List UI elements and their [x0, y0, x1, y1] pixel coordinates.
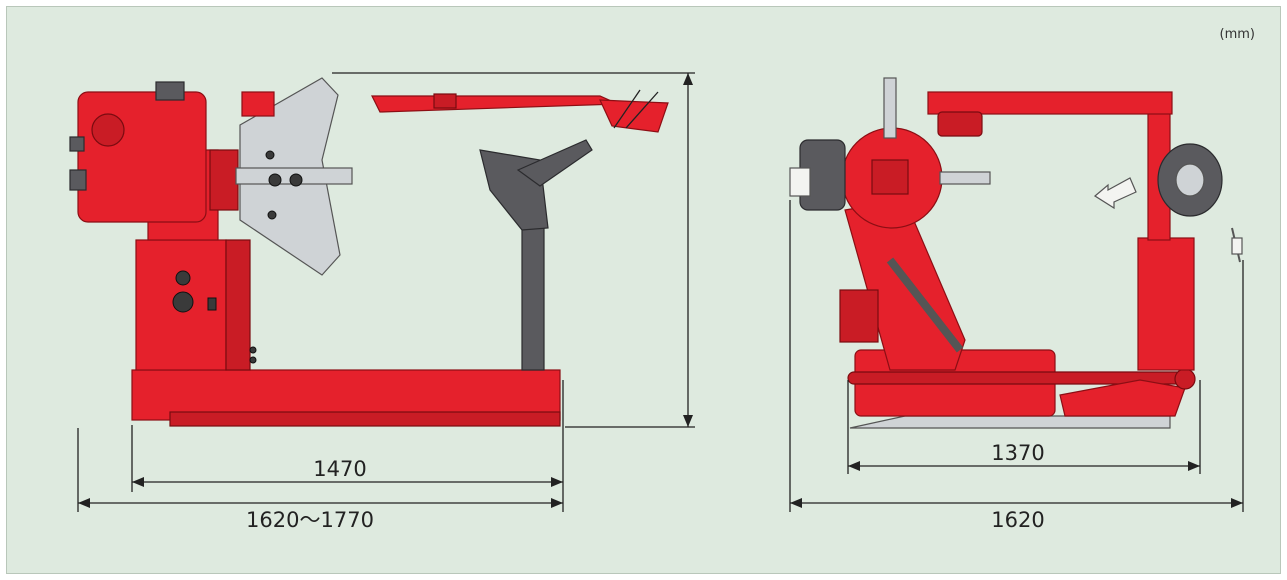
side-view [69, 77, 669, 427]
motor-housing [77, 91, 207, 223]
front-view [789, 77, 1243, 429]
boom-tool-head [937, 111, 983, 137]
top-boom [927, 91, 1173, 115]
arrowhead-1370-right [1188, 461, 1200, 471]
base-carriage [1059, 379, 1186, 417]
cabinet-side [225, 239, 251, 371]
motor-box [69, 169, 87, 191]
chuck-bolt-4 [267, 210, 277, 220]
side-base-foot [169, 411, 561, 427]
front-dimensions: 1370 1620 [789, 200, 1244, 532]
tool-disk-hub [1175, 163, 1205, 197]
arm-pivot-block [839, 289, 879, 343]
carriage-wheel [1174, 368, 1196, 390]
unit-label: (mm) [1220, 27, 1255, 42]
tool-head [599, 99, 669, 133]
cabinet-bolt-2 [249, 356, 257, 364]
motor-knob [69, 136, 85, 152]
rotation-arrow [1093, 177, 1137, 210]
side-dimensions: 1470 1620～1770 [77, 72, 695, 532]
arrowhead-1620-left [790, 498, 802, 508]
tool-arm [371, 95, 619, 113]
front-base-plate [849, 415, 1171, 429]
pusher-column [521, 224, 545, 371]
arm-cylinder [886, 257, 964, 353]
chuck-center [871, 159, 909, 195]
cabinet-switch-top [175, 270, 191, 286]
arrowhead-1470-right [551, 477, 563, 487]
tool-rod-2 [625, 91, 659, 129]
chuck-bolt-3 [265, 150, 275, 160]
motor-cap [155, 81, 185, 101]
dim-label-1620-1770: 1620～1770 [246, 508, 374, 532]
cabinet-switch-main [172, 291, 194, 313]
chuck-bolt-1 [268, 173, 282, 187]
spindle-housing [209, 149, 239, 211]
right-column-body [1137, 237, 1195, 371]
arrowhead-height-top [683, 73, 693, 85]
cabinet-bolt-1 [249, 346, 257, 354]
arm-slider [433, 93, 457, 109]
dim-label-1620: 1620 [991, 508, 1044, 532]
pusher-lever [516, 139, 593, 187]
arrowhead-1470-left [132, 477, 144, 487]
tool-rod-1 [613, 89, 641, 129]
chuck-top-shaft [883, 77, 897, 139]
motor-flange [91, 113, 125, 147]
chuck-bolt-2 [289, 173, 303, 187]
motor-cover [789, 167, 811, 197]
arrowhead-total-left [78, 498, 90, 508]
dim-label-1470: 1470 [313, 457, 366, 481]
arrowhead-total-right [551, 498, 563, 508]
dim-label-1370: 1370 [991, 441, 1044, 465]
arrowhead-height-bottom [683, 415, 693, 427]
chuck-shaft [939, 171, 991, 185]
cabinet-button [207, 297, 217, 311]
arm-bracket [241, 91, 275, 117]
arrowhead-1370-left [848, 461, 860, 471]
arrowhead-1620-right [1231, 498, 1243, 508]
remote-pendant [1231, 237, 1243, 255]
